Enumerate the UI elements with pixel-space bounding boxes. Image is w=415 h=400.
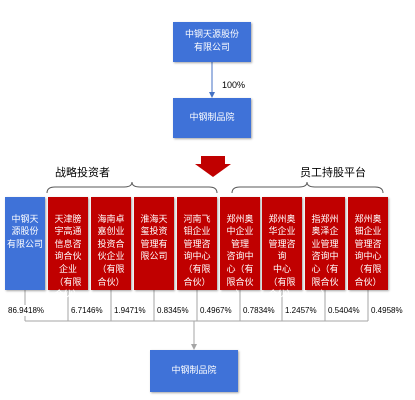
shareholder-name: 淮海天 玺投资 管理有 限公司 [140,214,168,263]
result-company-name: 中钢制品院 [171,365,217,376]
shareholder-box: 河南飞 钼企业 管理咨 询中心 （有限 合伙） [177,197,217,290]
red-down-arrow-icon [195,156,231,177]
strategic-investors-brace [46,181,218,194]
shareholder-name: 指郑州 奥泽企 业管理 咨询中 心（有 限合伙 ） [311,214,339,301]
parent-company-box: 中钢天源股份 有限公司 [173,22,251,62]
shareholder-name: 河南飞 钼企业 管理咨 询中心 （有限 合伙） [183,214,211,288]
shareholder-box: 郑州奥 钿企业 管理咨 询中心 （有限 合伙） [348,197,388,290]
shareholder-stake: 0.4958% [370,305,404,316]
shareholder-box: 郑州奥 华企业 管理咨 询 中心 （有限 合伙） [262,197,302,300]
shareholder-box: 指郑州 奥泽企 业管理 咨询中 心（有 限合伙 ） [305,197,345,300]
shareholder-stake: 0.4967% [199,305,233,316]
strategic-investors-label: 战略投资者 [55,166,110,179]
employee-platform-brace [231,181,384,194]
shareholder-box: 淮海天 玺投资 管理有 限公司 [134,197,174,290]
shareholder-name: 中钢天 源股份 有限公司 [6,214,43,250]
shareholder-name: 郑州奥 中企业 管理 咨询中 心（有 限合伙 ） [226,214,254,301]
parent-stake-label: 100% [222,80,246,90]
shareholder-name: 郑州奥 钿企业 管理咨 询中心 （有限 合伙） [354,214,382,288]
subsidiary-box: 中钢制品院 [173,98,251,138]
employee-platform-label: 员工持股平台 [300,166,366,179]
shareholder-stake: 0.7834% [242,305,276,316]
shareholder-stake: 1.2457% [284,305,318,316]
shareholder-stake: 6.7146% [70,305,104,316]
shareholder-box: 天津膀 宇高通 信息咨 询合伙 企业 （有限 合伙） [48,197,88,300]
shareholder-stake: 86.9418% [7,305,46,316]
parent-company-name: 中钢天源股份 有限公司 [184,30,239,53]
result-company-box: 中钢制品院 [150,350,238,392]
shareholder-stake: 1.9471% [113,305,147,316]
shareholder-box: 海南卓 嘉创业 投资合 伙企业 （有限 合伙） [91,197,131,290]
shareholder-stake: 0.8345% [156,305,190,316]
shareholder-name: 海南卓 嘉创业 投资合 伙企业 （有限 合伙） [97,214,125,288]
subsidiary-name: 中钢制品院 [189,112,235,123]
shareholder-box: 郑州奥 中企业 管理 咨询中 心（有 限合伙 ） [220,197,260,300]
shareholder-stake: 0.5404% [327,305,361,316]
shareholder-box: 中钢天 源股份 有限公司 [5,197,45,290]
shareholder-name: 郑州奥 华企业 管理咨 询 中心 （有限 合伙） [268,214,296,301]
shareholder-name: 天津膀 宇高通 信息咨 询合伙 企业 （有限 合伙） [54,214,82,301]
